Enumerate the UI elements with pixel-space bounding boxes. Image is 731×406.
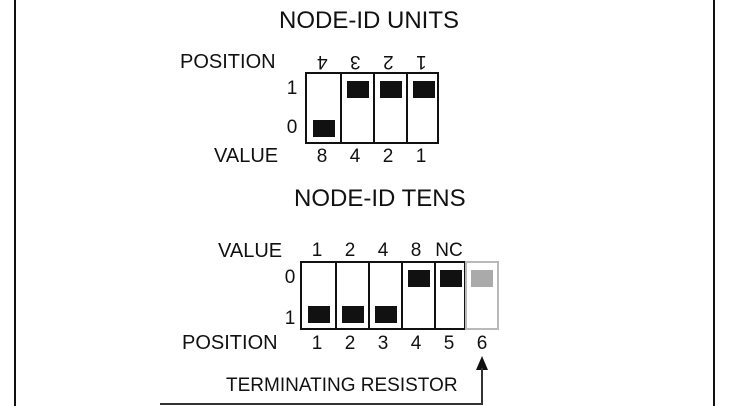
tens-switch-knob <box>308 306 330 323</box>
units-position-number: 3 <box>349 51 361 72</box>
units-switch-3 <box>373 74 406 142</box>
tens-switch-4 <box>401 263 434 328</box>
tens-title: NODE-ID TENS <box>294 185 466 212</box>
units-switch-knob <box>347 81 369 98</box>
tens-switch-5 <box>434 263 466 328</box>
tens-switch-knob <box>342 306 364 323</box>
tens-switch-knob <box>408 270 430 287</box>
tens-position-label: POSITION <box>182 332 278 354</box>
frame-left-border <box>14 0 16 406</box>
units-position-number: 2 <box>382 51 394 72</box>
units-title: NODE-ID UNITS <box>279 7 459 34</box>
units-row-label-on: 1 <box>286 78 298 99</box>
units-position-number: 1 <box>415 51 427 72</box>
tens-value-label: VALUE <box>218 240 283 262</box>
tens-value-number: 4 <box>377 240 389 261</box>
frame-right-border <box>713 0 715 406</box>
tens-value-number: 1 <box>311 240 323 261</box>
tens-value-number: 2 <box>344 240 356 261</box>
tens-switch-2 <box>335 263 368 328</box>
units-dip-switch <box>305 72 439 144</box>
tens-position-number: 4 <box>410 333 422 354</box>
units-position-label: POSITION <box>180 51 276 73</box>
units-position-number: 4 <box>316 51 328 72</box>
tens-position-number: 5 <box>443 333 455 354</box>
tens-position-number: 1 <box>311 333 323 354</box>
tens-switch-3 <box>368 263 401 328</box>
units-value-label: VALUE <box>214 145 279 167</box>
tens-row-label-on: 1 <box>284 308 296 329</box>
tens-switch-knob <box>375 306 397 323</box>
callout-arrowhead <box>476 356 488 370</box>
tens-switch-1 <box>302 263 335 328</box>
units-value-number: 8 <box>316 146 328 167</box>
tens-position-number: 2 <box>344 333 356 354</box>
tens-switch-knob <box>440 270 462 287</box>
callout-horizontal-line <box>160 403 483 405</box>
units-switch-1 <box>307 74 340 142</box>
units-row-label-off: 0 <box>286 117 298 138</box>
units-value-number: 1 <box>415 146 427 167</box>
tens-value-nc: NC <box>435 240 463 261</box>
units-value-number: 2 <box>382 146 394 167</box>
units-value-number: 4 <box>349 146 361 167</box>
tens-value-number: 8 <box>410 240 422 261</box>
tens-dip-switch <box>300 261 466 330</box>
terminating-resistor-switch <box>465 261 499 330</box>
units-switch-knob <box>313 120 335 137</box>
terminating-switch-knob <box>471 270 493 287</box>
units-switch-2 <box>340 74 373 142</box>
tens-position-number: 3 <box>377 333 389 354</box>
tens-row-label-off: 0 <box>284 267 296 288</box>
tens-position-number: 6 <box>476 333 488 354</box>
units-switch-knob <box>413 81 435 98</box>
terminating-resistor-label: TERMINATING RESISTOR <box>226 375 458 396</box>
units-switch-knob <box>380 81 402 98</box>
callout-vertical-line <box>481 368 483 404</box>
units-switch-4 <box>406 74 439 142</box>
